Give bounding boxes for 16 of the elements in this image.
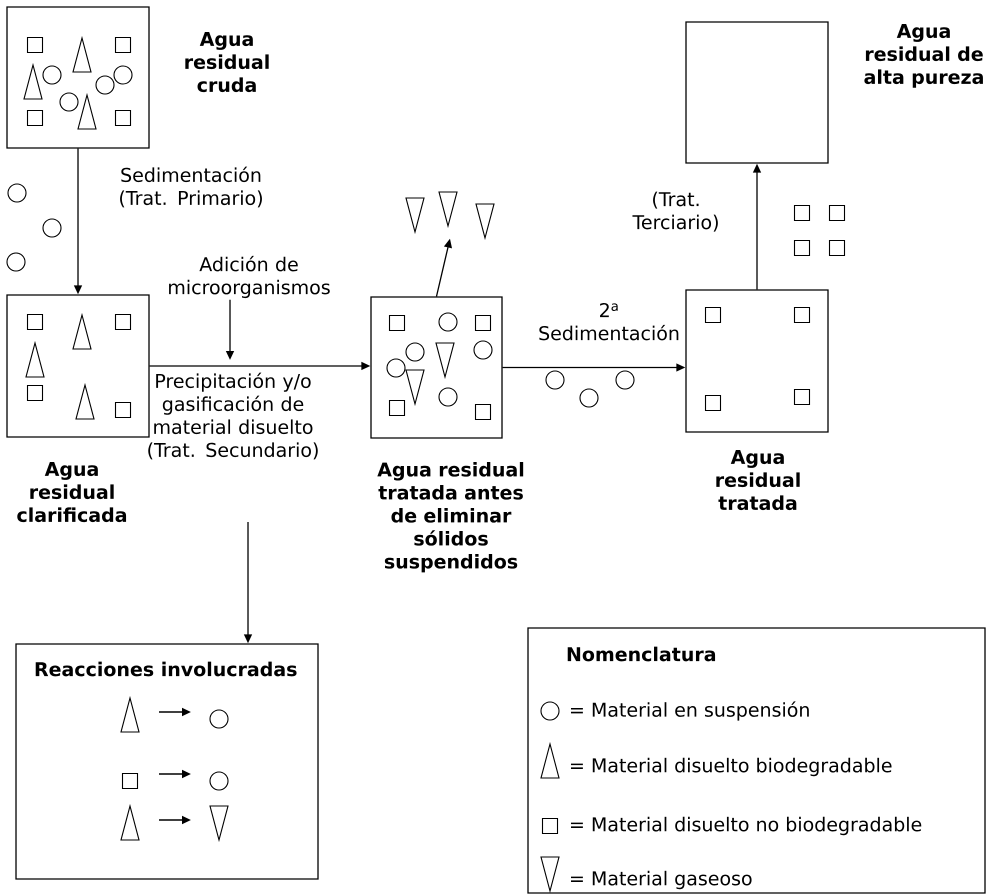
edge-label: Precipitación y/o gasificación de material disuelto (Trat. Secundario) <box>148 372 318 460</box>
reactions-box: Reacciones involucradas <box>15 643 319 880</box>
node-label: Agua residual tratada antes de eliminar sólidos suspendidos <box>377 462 524 572</box>
node-label: Agua residual clarificada <box>17 462 126 522</box>
note-text: Adición de microorganismos <box>169 256 330 298</box>
node-label: Agua residual tratada <box>716 450 800 510</box>
node-label: Agua residual de alta pureza <box>864 24 983 88</box>
tank-box: Agua residual cruda <box>6 6 269 149</box>
node-label: Agua residual cruda <box>185 32 269 92</box>
edge-label: 2$^{a}$ Sedimentación <box>539 302 678 340</box>
tank-box: Agua residual de alta pureza <box>685 21 983 164</box>
tank-box: Agua residual tratada <box>685 289 829 510</box>
edge-label: Sedimentación (Trat. Primario) <box>120 166 262 208</box>
edge-label: (Trat. Terciario) <box>632 192 718 232</box>
tank-box: Agua residual tratada antes de eliminar sólidos suspendidos <box>370 296 524 572</box>
legend-box: Nomenclatura = Material en suspensión = Material disuelto biodegradable = Material disuelto no biodegradable = Material gaseoso <box>527 627 986 894</box>
